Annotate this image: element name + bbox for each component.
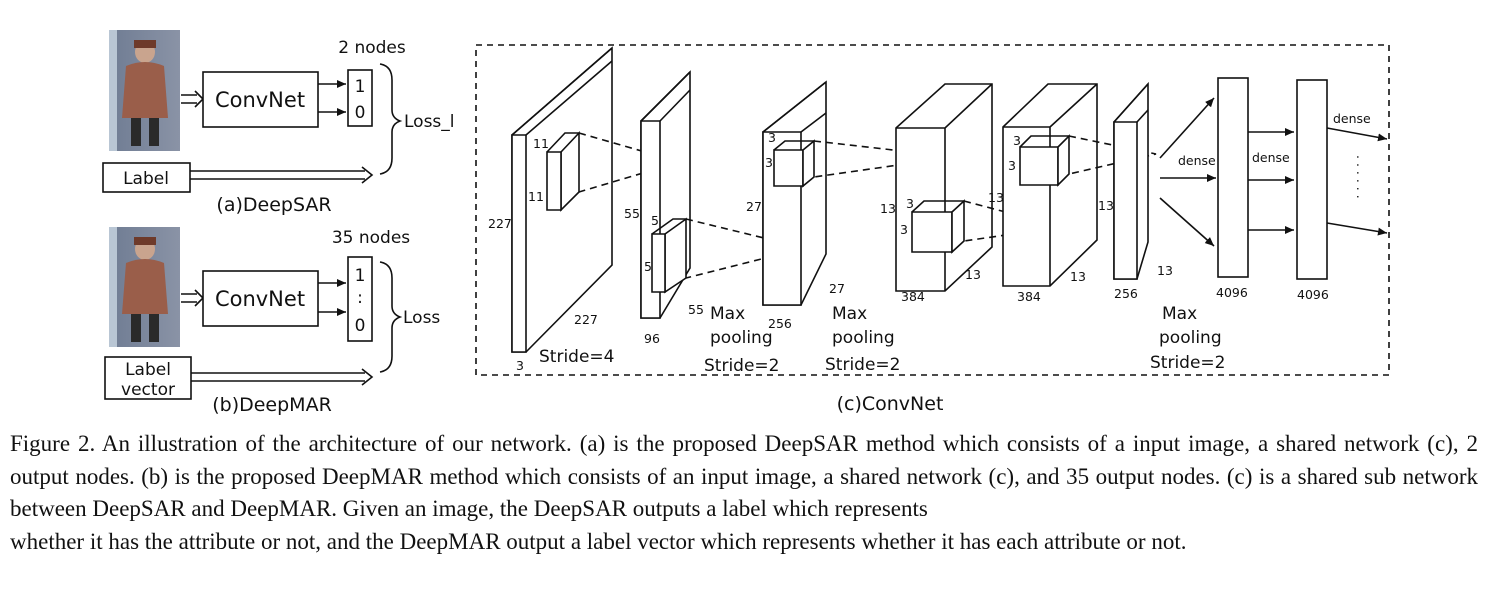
conv5-pool-line2: pooling (1159, 328, 1222, 348)
conv1-width-label: 55 (688, 302, 704, 317)
output-node-bottom-a: 0 (355, 103, 366, 123)
output-node-bottom-b: 0 (355, 316, 366, 336)
conv4-volume: 13 13 384 3 3 (988, 83, 1157, 304)
label-text-a: Label (123, 169, 169, 189)
fc7-layer: dense 4096 (1248, 79, 1329, 302)
conv1-kernel-h-label: 5 (644, 259, 652, 274)
pedestrian-image-a (109, 30, 180, 151)
conv2-volume: 27 27 256 3 3 Max pooling Stride=2 (746, 80, 956, 375)
conv5-width-label: 13 (1157, 263, 1173, 278)
figure-caption: Figure 2. An illustration of the archite… (10, 428, 1478, 591)
convnet-label-a: ConvNet (215, 88, 305, 112)
conv5-height-label: 13 (1098, 198, 1114, 213)
caption-a: (a)DeepSAR (216, 194, 331, 216)
conv3-volume: 13 13 384 3 3 (880, 83, 1063, 304)
panel-b-deepmar: ConvNet 35 nodes 1 : 0 Loss Label vector… (104, 227, 440, 416)
conv5-depth-label: 256 (1114, 286, 1138, 301)
panel-a-deepsar: ConvNet 2 nodes 1 0 Loss_l Label (a)Deep… (102, 30, 455, 216)
label-box-a (102, 162, 191, 193)
conv3-height-label: 13 (880, 201, 896, 216)
conv3-kernel-w-label: 3 (906, 196, 914, 211)
fc6-dense-label: dense (1178, 153, 1216, 168)
figure-caption-body: Figure 2. An illustration of the archite… (10, 431, 1478, 521)
conv2-pool-line2: pooling (832, 328, 895, 348)
conv1-pool-line1: Max (710, 304, 745, 324)
output-node-ellipsis-b: : (357, 288, 363, 308)
loss-brace-a (379, 63, 403, 175)
input-volume: 227 227 3 11 11 Stride=4 (488, 46, 683, 373)
loss-label-a: Loss_l (404, 112, 455, 132)
fc7-units-label: 4096 (1297, 287, 1329, 302)
conv2-width-label: 27 (829, 281, 845, 296)
conv2-kernel-w-label: 3 (768, 130, 776, 145)
conv1-height-label: 55 (624, 206, 640, 221)
conv5-volume: 13 13 256 Max pooling Stride=2 (1098, 81, 1225, 373)
caption-b: (b)DeepMAR (212, 394, 332, 416)
conv2-pool-line1: Max (832, 304, 867, 324)
conv4-height-label: 13 (988, 190, 1004, 205)
conv3-width-label: 13 (965, 267, 981, 282)
fc6-units-label: 4096 (1216, 285, 1248, 300)
label-vector-text-line2: vector (121, 380, 175, 400)
convnet-label-b: ConvNet (215, 287, 305, 311)
input-height-label: 227 (488, 216, 512, 231)
nodes-label-b: 35 nodes (332, 228, 410, 248)
panel-c-convnet: 227 227 3 11 11 Stride=4 55 55 96 5 5 Ma… (475, 44, 1390, 415)
conv4-depth-label: 384 (1017, 289, 1041, 304)
conv4-width-label: 13 (1070, 269, 1086, 284)
conv5-pool-line3: Stride=2 (1150, 353, 1225, 373)
fc8-ellipsis: . . . . . . (1354, 155, 1369, 199)
output-node-top-a: 1 (355, 77, 366, 97)
conv5-pool-line1: Max (1162, 304, 1197, 324)
conv4-kernel-h-label: 3 (1008, 158, 1016, 173)
input-stride-label: Stride=4 (539, 347, 614, 367)
conv1-pool-line2: pooling (710, 328, 773, 348)
figure-caption-last-line: whether it has the attribute or not, and… (10, 528, 1187, 554)
fc6-layer: dense 4096 (1159, 77, 1249, 300)
fc8-layer: dense . . . . . . (1326, 111, 1388, 236)
fc8-dense-label: dense (1333, 111, 1371, 126)
conv2-height-label: 27 (746, 199, 762, 214)
caption-c: (c)ConvNet (837, 393, 944, 415)
conv1-depth-label: 96 (644, 331, 660, 346)
label-vector-text-line1: Label (125, 360, 171, 380)
input-kernel-h-label: 11 (528, 189, 544, 204)
input-width-label: 227 (574, 312, 598, 327)
output-node-top-b: 1 (355, 266, 366, 286)
fc7-dense-label: dense (1252, 150, 1290, 165)
conv1-volume: 55 55 96 5 5 Max pooling Stride=2 (624, 70, 806, 376)
pedestrian-image-b (109, 227, 180, 347)
convnet-box-b (202, 270, 319, 327)
label-vector-box-b (104, 356, 192, 400)
loss-brace-b (379, 261, 403, 373)
conv1-pool-line3: Stride=2 (704, 356, 779, 376)
output-nodes-b (347, 256, 373, 342)
convnet-dashed-frame (475, 44, 1390, 376)
architecture-diagram: ConvNet 2 nodes 1 0 Loss_l Label (a)Deep… (102, 30, 1390, 416)
output-nodes-a (347, 69, 373, 127)
loss-label-b: Loss (403, 308, 440, 328)
conv3-depth-label: 384 (901, 289, 925, 304)
input-depth-label: 3 (516, 358, 524, 373)
conv4-kernel-w-label: 3 (1013, 133, 1021, 148)
convnet-box-a (202, 71, 319, 128)
conv2-pool-line3: Stride=2 (825, 355, 900, 375)
conv1-kernel-w-label: 5 (651, 213, 659, 228)
conv3-kernel-h-label: 3 (900, 222, 908, 237)
input-kernel-w-label: 11 (533, 136, 549, 151)
nodes-label-a: 2 nodes (338, 38, 406, 58)
conv2-kernel-h-label: 3 (765, 155, 773, 170)
conv2-depth-label: 256 (768, 316, 792, 331)
